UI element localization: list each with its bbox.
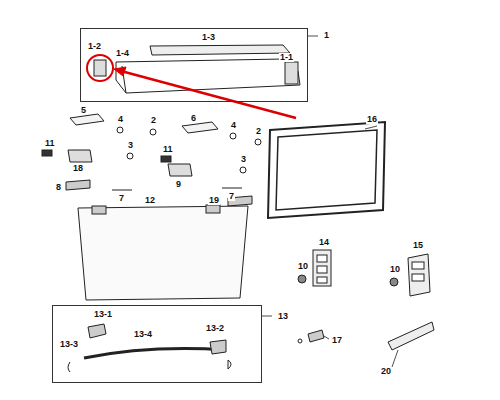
callout-number: 1-2 bbox=[87, 42, 102, 51]
callout-number: 1-4 bbox=[115, 49, 130, 58]
callout-number: 4 bbox=[117, 115, 124, 124]
callout-number: 13-1 bbox=[93, 310, 113, 319]
callout-number: 14 bbox=[318, 238, 330, 247]
callout-number: 18 bbox=[72, 164, 84, 173]
callout-number: 1-1 bbox=[279, 53, 294, 62]
callout-number: 5 bbox=[80, 106, 87, 115]
callout-number: 13-2 bbox=[205, 324, 225, 333]
callout-number: 11 bbox=[44, 139, 56, 148]
callout-number: 11 bbox=[162, 145, 174, 154]
callout-number: 9 bbox=[175, 180, 182, 189]
callout-number: 4 bbox=[230, 121, 237, 130]
assembly-group: 11-31-21-41-1 bbox=[80, 28, 308, 102]
assembly-group: 1313-113-313-413-2 bbox=[52, 305, 262, 383]
callout-number: 1 bbox=[323, 31, 330, 40]
callout-number: 1-3 bbox=[201, 33, 216, 42]
callout-number: 15 bbox=[412, 241, 424, 250]
callout-number: 20 bbox=[380, 367, 392, 376]
callout-number: 3 bbox=[127, 141, 134, 150]
callout-number: 12 bbox=[144, 196, 156, 205]
callout-number: 2 bbox=[255, 127, 262, 136]
callout-number: 13-4 bbox=[133, 330, 153, 339]
callout-number: 13-3 bbox=[59, 340, 79, 349]
callout-number: 16 bbox=[366, 115, 378, 124]
callout-number: 3 bbox=[240, 155, 247, 164]
callout-number: 19 bbox=[208, 196, 220, 205]
callout-number: 17 bbox=[331, 336, 343, 345]
callout-number: 7 bbox=[118, 194, 125, 203]
callout-number: 2 bbox=[150, 116, 157, 125]
callout-number: 10 bbox=[389, 265, 401, 274]
callout-number: 8 bbox=[55, 183, 62, 192]
callout-number: 6 bbox=[190, 114, 197, 123]
callout-number: 7 bbox=[228, 192, 235, 201]
callout-number: 10 bbox=[297, 262, 309, 271]
callout-number: 13 bbox=[277, 312, 289, 321]
